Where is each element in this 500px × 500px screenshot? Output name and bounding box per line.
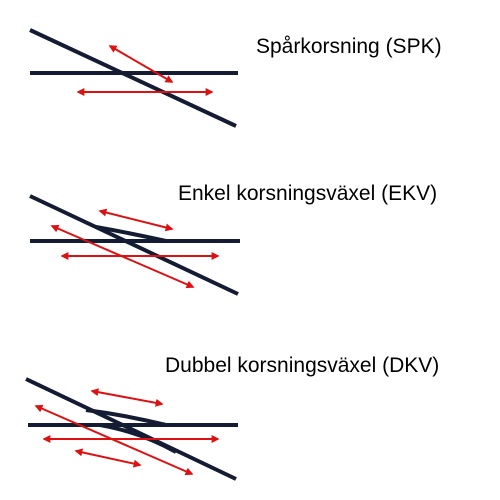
spk-diagram xyxy=(29,28,238,128)
ekv-diagram xyxy=(29,194,240,296)
dkv-lower-switch-route-arrow xyxy=(74,448,142,468)
spk-label: Spårkorsning (SPK) xyxy=(256,35,442,58)
ekv-diagonal-track xyxy=(29,194,239,296)
dkv-switch-curve-upper xyxy=(85,408,167,427)
ekv-switch-route-arrow xyxy=(98,208,174,232)
dkv-upper-switch-route-arrow xyxy=(90,388,164,407)
dkv-diagram xyxy=(25,377,238,481)
spk-diagonal-route-arrow xyxy=(108,45,174,83)
spk-diagonal-track xyxy=(29,28,237,128)
dkv-label: Dubbel korsningsväxel (DKV) xyxy=(165,354,440,377)
ekv-label: Enkel korsningsväxel (EKV) xyxy=(178,182,438,205)
